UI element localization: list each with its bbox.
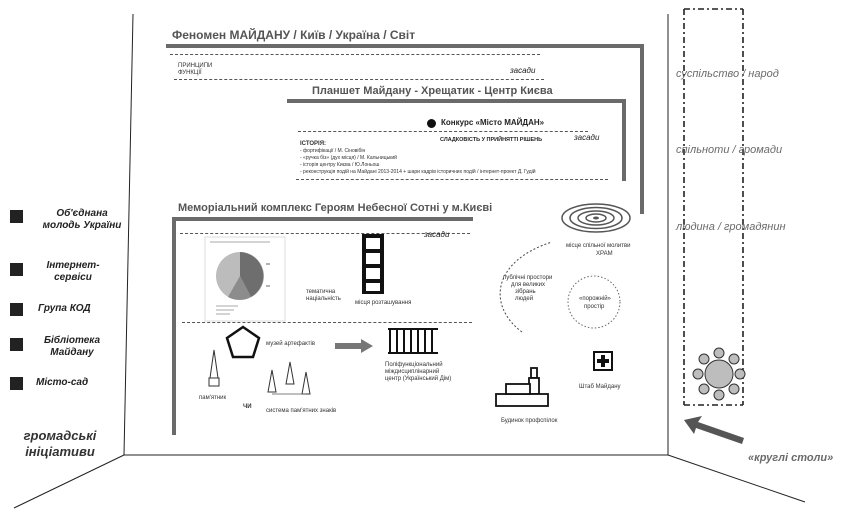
main-right-bar bbox=[640, 44, 644, 214]
hq-label: Штаб Майдану bbox=[579, 384, 621, 390]
functions-label: ФУНКЦІЇ bbox=[178, 70, 202, 76]
cross-box-icon bbox=[593, 351, 613, 371]
sequence-label: СЛАДКОВІСТЬ У ПРИЙНЯТТІ РІШЕНЬ bbox=[440, 137, 543, 143]
plansheet-title: Планшет Майдану - Хрещатик - Центр Києва bbox=[312, 85, 553, 97]
round-table-icon bbox=[692, 347, 746, 401]
round-tables-label: «круглі столи» bbox=[748, 452, 834, 464]
principles-label: ПРИНЦИПИ bbox=[178, 63, 213, 69]
zasady-label: засади bbox=[574, 133, 600, 142]
zasady-label: засади bbox=[424, 230, 450, 239]
prayer-place-label: місце спільної молитви bbox=[566, 243, 631, 249]
plansheet-bar bbox=[287, 99, 626, 103]
initiative-item: Група КОД bbox=[38, 303, 91, 314]
public-space-label: для великих bbox=[511, 282, 546, 288]
building-columns-icon bbox=[388, 328, 438, 354]
divider bbox=[180, 233, 470, 234]
public-space-label: публічні простори bbox=[503, 275, 553, 281]
divider bbox=[170, 54, 540, 55]
pie-slice-main bbox=[240, 252, 264, 297]
monument-icon bbox=[208, 349, 220, 387]
divider bbox=[174, 79, 544, 80]
public-space-label: людей bbox=[515, 296, 534, 302]
thematic-label: націальність bbox=[306, 296, 341, 302]
initiative-item: Бібліотека Майдану bbox=[43, 335, 101, 358]
memorial-signs-label: система пам'ятних знаків bbox=[266, 408, 337, 414]
history-item: - фортифікації / М. Сіновібін bbox=[300, 148, 366, 154]
trade-union-icon bbox=[495, 367, 549, 407]
history-item: - історія центру Києва / Ю.Лоньош bbox=[300, 162, 380, 168]
bullet-square-icon bbox=[10, 263, 23, 276]
zasady-label: засади bbox=[510, 66, 536, 75]
memorial-left-bar bbox=[172, 217, 176, 435]
initiative-item: Об'єднана молодь України bbox=[42, 208, 122, 231]
level-label: людина / громадянин bbox=[676, 221, 786, 233]
bullet-square-icon bbox=[10, 303, 23, 316]
pie-document-thumbnail bbox=[204, 236, 286, 322]
spiral-icon bbox=[561, 203, 631, 233]
initiatives-footer: громадські ініціативи bbox=[23, 428, 97, 459]
history-item: - реконструкція подій на Майдані 2013-20… bbox=[300, 169, 536, 175]
arrow-left-icon bbox=[684, 416, 744, 444]
divider bbox=[182, 322, 472, 323]
memorial-title: Меморіальний комплекс Героям Небесної Со… bbox=[178, 202, 493, 214]
memorial-signs-icon bbox=[267, 361, 311, 395]
initiative-item: Інтернет-сервіси bbox=[46, 260, 100, 283]
multifunctional-label: Поліфункціональний bbox=[385, 362, 443, 368]
multifunctional-label: центр (Український Дім) bbox=[385, 376, 452, 382]
main-title: Феномен МАЙДАНУ / Київ / Україна / Світ bbox=[172, 28, 416, 42]
safe-space-label: «порожній» bbox=[579, 296, 611, 302]
film-strip-icon bbox=[362, 234, 384, 294]
temple-label: ХРАМ bbox=[596, 251, 613, 257]
plansheet-right-bar bbox=[622, 99, 626, 181]
history-title: ІСТОРІЯ: bbox=[300, 141, 327, 147]
public-space-arc bbox=[499, 241, 621, 333]
or-label: ЧИ bbox=[243, 404, 252, 410]
main-title-bar bbox=[166, 44, 644, 48]
history-item: - «ручка біз» (дух місця) / М. Кальницьк… bbox=[300, 155, 397, 161]
initiative-item: Місто-сад bbox=[36, 377, 89, 388]
level-label: суспільство / народ bbox=[676, 68, 779, 80]
pie-slice-mid bbox=[228, 276, 251, 300]
multifunctional-label: міждисциплінарний bbox=[385, 369, 440, 375]
level-label: спільноти / громади bbox=[676, 144, 783, 156]
trade-union-label: Будинок профспілок bbox=[501, 418, 558, 424]
placement-label: місця розташування bbox=[355, 300, 412, 306]
safe-space-label: простір bbox=[584, 304, 605, 310]
pentagon-icon bbox=[225, 325, 261, 359]
museum-label: музей артефактів bbox=[266, 341, 316, 347]
memorial-bar bbox=[172, 217, 473, 221]
bullet-square-icon bbox=[10, 338, 23, 351]
public-space-label: зібрань bbox=[515, 289, 536, 295]
bullet-square-icon bbox=[10, 377, 23, 390]
contest-label: Конкурс «Місто МАЙДАН» bbox=[441, 118, 545, 127]
bullet-square-icon bbox=[10, 210, 23, 223]
thematic-label: тематична bbox=[306, 289, 336, 295]
monument-label: пам'ятник bbox=[199, 395, 227, 401]
contest-dot-icon bbox=[427, 119, 436, 128]
divider bbox=[298, 131, 588, 132]
arrow-right-icon bbox=[335, 339, 373, 353]
divider bbox=[296, 179, 608, 180]
